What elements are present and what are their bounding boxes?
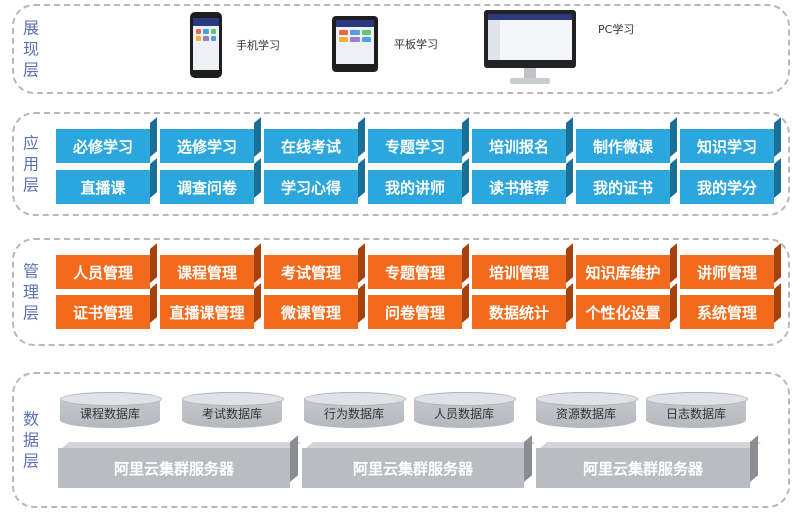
mgmt-module-box: 课程管理 [160,243,261,289]
app-module-label: 选修学习 [176,137,237,156]
mgmt-module-box: 人员管理 [56,243,157,289]
mgmt-module-box: 数据统计 [472,283,573,329]
cloud-server-box: 阿里云集群服务器 [302,435,536,488]
mgmt-module-label: 数据统计 [488,303,549,322]
app-module-label: 直播课 [80,178,126,197]
mgmt-module-box: 专题管理 [368,243,469,289]
database-cylinder: 行为数据库 [304,392,406,428]
app-module-label: 必修学习 [72,137,133,156]
app-module-label: 我的学分 [696,178,757,197]
database-cylinder: 人员数据库 [414,392,516,428]
layer-label: 数据层 [22,409,39,471]
app-module-box: 必修学习 [56,117,157,163]
presentation-layer: 展现层 手机学习 平板学习 PC学习 [12,4,790,94]
app-module-box: 选修学习 [160,117,261,163]
app-module-label: 培训报名 [488,137,549,156]
app-module-box: 知识学习 [680,117,781,163]
device-phone: 手机学习 [190,12,280,78]
mgmt-module-box: 知识库维护 [576,243,677,289]
mgmt-module-box: 讲师管理 [680,243,781,289]
device-tablet: 平板学习 [332,16,438,72]
mgmt-module-box: 培训管理 [472,243,573,289]
mgmt-module-box: 考试管理 [264,243,365,289]
server-label: 阿里云集群服务器 [113,459,234,478]
app-module-box: 在线考试 [264,117,365,163]
device-label-pc: PC学习 [598,23,635,36]
database-cylinder: 资源数据库 [536,392,638,428]
app-module-box: 读书推荐 [472,158,573,204]
server-label: 阿里云集群服务器 [352,459,473,478]
app-module-label: 我的讲师 [384,178,445,197]
layer-label: 展现层 [22,18,39,80]
layer-label: 管理层 [22,261,39,323]
mgmt-module-box: 直播课管理 [160,283,261,329]
database-cylinder: 日志数据库 [646,392,748,428]
mgmt-module-box: 个性化设置 [576,283,677,329]
database-label: 行为数据库 [323,406,384,421]
cloud-server-box: 阿里云集群服务器 [536,435,762,488]
database-cylinder: 课程数据库 [60,392,162,428]
app-module-box: 专题学习 [368,117,469,163]
app-module-box: 培训报名 [472,117,573,163]
app-module-box: 我的学分 [680,158,781,204]
monitor-icon [484,10,576,86]
app-module-box: 我的证书 [576,158,677,204]
mgmt-module-label: 讲师管理 [696,263,757,282]
tablet-icon [332,16,378,72]
app-module-label: 我的证书 [592,178,653,197]
mgmt-module-label: 系统管理 [696,303,757,322]
database-label: 资源数据库 [555,406,616,421]
mgmt-module-label: 证书管理 [72,303,133,322]
database-label: 课程数据库 [79,406,140,421]
database-label: 人员数据库 [433,406,494,421]
mgmt-module-label: 课程管理 [176,263,237,282]
mgmt-module-label: 个性化设置 [585,303,661,322]
mgmt-module-box: 证书管理 [56,283,157,329]
database-cylinder: 考试数据库 [182,392,284,428]
database-label: 日志数据库 [665,406,726,421]
mgmt-module-label: 知识库维护 [585,263,661,282]
phone-icon [190,12,222,78]
mgmt-module-label: 直播课管理 [169,303,245,322]
app-module-label: 调查问卷 [176,178,237,197]
app-module-box: 学习心得 [264,158,365,204]
app-module-label: 学习心得 [280,178,341,197]
app-module-box: 调查问卷 [160,158,261,204]
device-pc: PC学习 [484,10,634,86]
app-module-label: 制作微课 [592,137,653,156]
app-module-label: 知识学习 [696,137,757,156]
mgmt-module-label: 考试管理 [280,263,341,282]
app-module-box: 制作微课 [576,117,677,163]
app-module-box: 我的讲师 [368,158,469,204]
layer-label: 应用层 [22,133,39,195]
mgmt-module-label: 微课管理 [280,303,341,322]
app-module-label: 读书推荐 [488,178,549,197]
device-label-phone: 手机学习 [236,39,280,52]
app-module-label: 专题学习 [384,137,445,156]
device-label-tablet: 平板学习 [394,38,438,51]
app-module-label: 在线考试 [280,137,341,156]
mgmt-module-box: 系统管理 [680,283,781,329]
mgmt-module-label: 培训管理 [488,263,549,282]
mgmt-module-box: 微课管理 [264,283,365,329]
app-module-box: 直播课 [56,158,157,204]
mgmt-module-box: 问卷管理 [368,283,469,329]
database-label: 考试数据库 [201,406,262,421]
server-label: 阿里云集群服务器 [582,459,703,478]
mgmt-module-label: 问卷管理 [384,303,445,322]
mgmt-module-label: 专题管理 [384,263,445,282]
cloud-server-box: 阿里云集群服务器 [58,435,302,488]
mgmt-module-label: 人员管理 [72,263,133,282]
